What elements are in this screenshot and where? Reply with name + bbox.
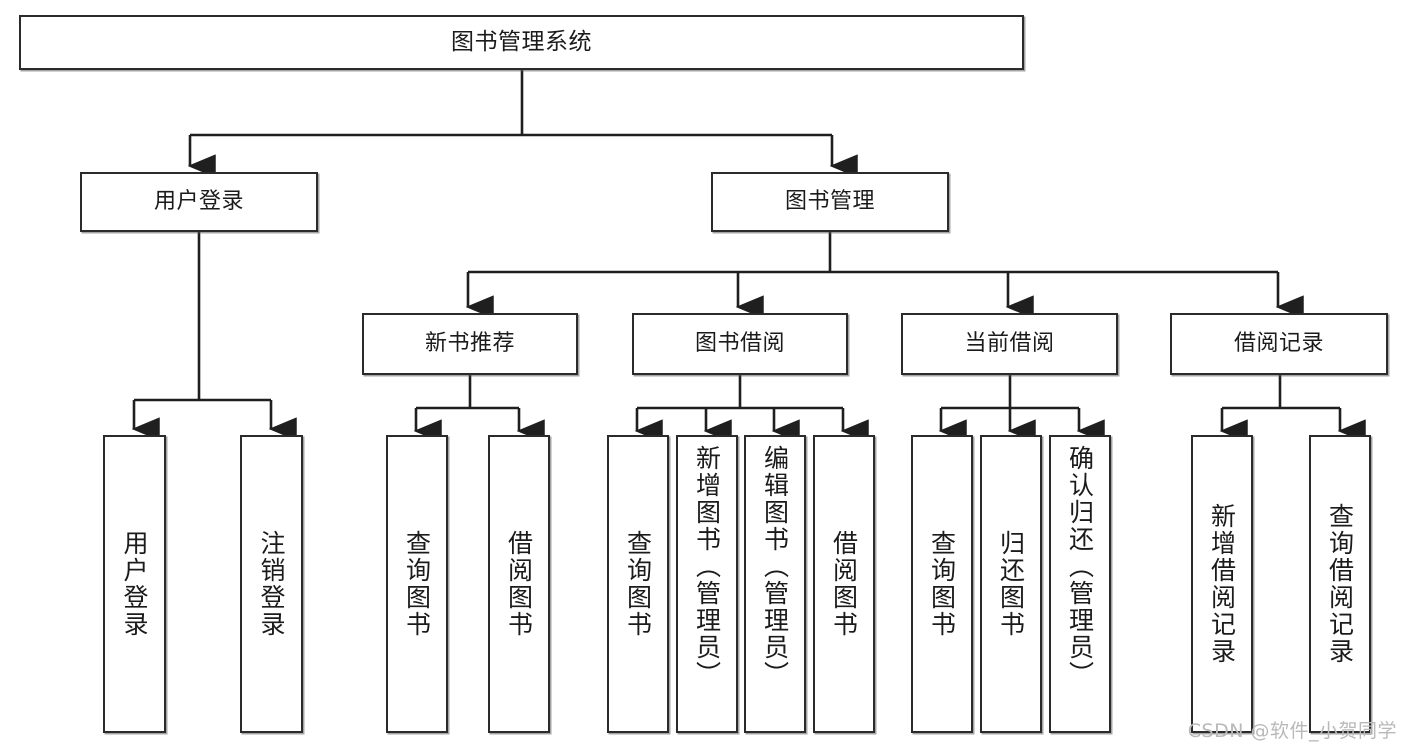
watermark-text: CSDN @软件_小贺同学 [1187,720,1397,742]
leaf-query-book-2[interactable]: 查询图书 [607,435,669,733]
leaf-query-book-1[interactable]: 查询图书 [386,435,448,733]
node-label: 确认归还（管理员） [1065,445,1095,688]
node-label: 新增图书（管理员） [692,445,722,688]
node-label: 图书管理 [784,189,875,215]
node-book-manage[interactable]: 图书管理 [711,172,949,232]
node-book-borrow[interactable]: 图书借阅 [632,313,848,375]
node-label: 借阅图书 [504,530,534,638]
node-label: 注销登录 [257,530,286,638]
node-root-system[interactable]: 图书管理系统 [19,15,1024,70]
node-label: 编辑图书（管理员） [760,445,790,688]
leaf-query-book-3[interactable]: 查询图书 [911,435,973,733]
node-label: 查询借阅记录 [1325,503,1355,665]
node-label: 查询图书 [402,530,432,638]
node-label: 新书推荐 [424,331,515,357]
node-label: 归还图书 [996,530,1026,638]
leaf-borrow-book-2[interactable]: 借阅图书 [813,435,875,733]
node-label: 用户登录 [153,189,244,215]
leaf-add-book[interactable]: 新增图书（管理员） [676,435,738,733]
node-label: 用户登录 [120,530,149,638]
leaf-user-logout[interactable]: 注销登录 [240,435,303,733]
leaf-borrow-book-1[interactable]: 借阅图书 [488,435,550,733]
node-label: 借阅图书 [829,530,859,638]
leaf-add-record[interactable]: 新增借阅记录 [1191,435,1253,733]
node-borrow-record[interactable]: 借阅记录 [1170,313,1388,375]
node-current-borrow[interactable]: 当前借阅 [901,313,1118,375]
node-user-login[interactable]: 用户登录 [80,172,318,232]
node-label: 查询图书 [927,530,957,638]
leaf-user-login[interactable]: 用户登录 [103,435,166,733]
node-label: 查询图书 [623,530,653,638]
leaf-return-book[interactable]: 归还图书 [980,435,1042,733]
node-label: 当前借阅 [964,331,1055,357]
leaf-edit-book[interactable]: 编辑图书（管理员） [744,435,806,733]
leaf-confirm-return[interactable]: 确认归还（管理员） [1049,435,1111,733]
node-label: 借阅记录 [1233,331,1324,357]
node-label: 图书管理系统 [451,29,592,56]
node-label: 新增借阅记录 [1207,503,1237,665]
leaf-query-record[interactable]: 查询借阅记录 [1309,435,1371,733]
node-new-book-recommend[interactable]: 新书推荐 [362,313,578,375]
node-label: 图书借阅 [694,331,785,357]
